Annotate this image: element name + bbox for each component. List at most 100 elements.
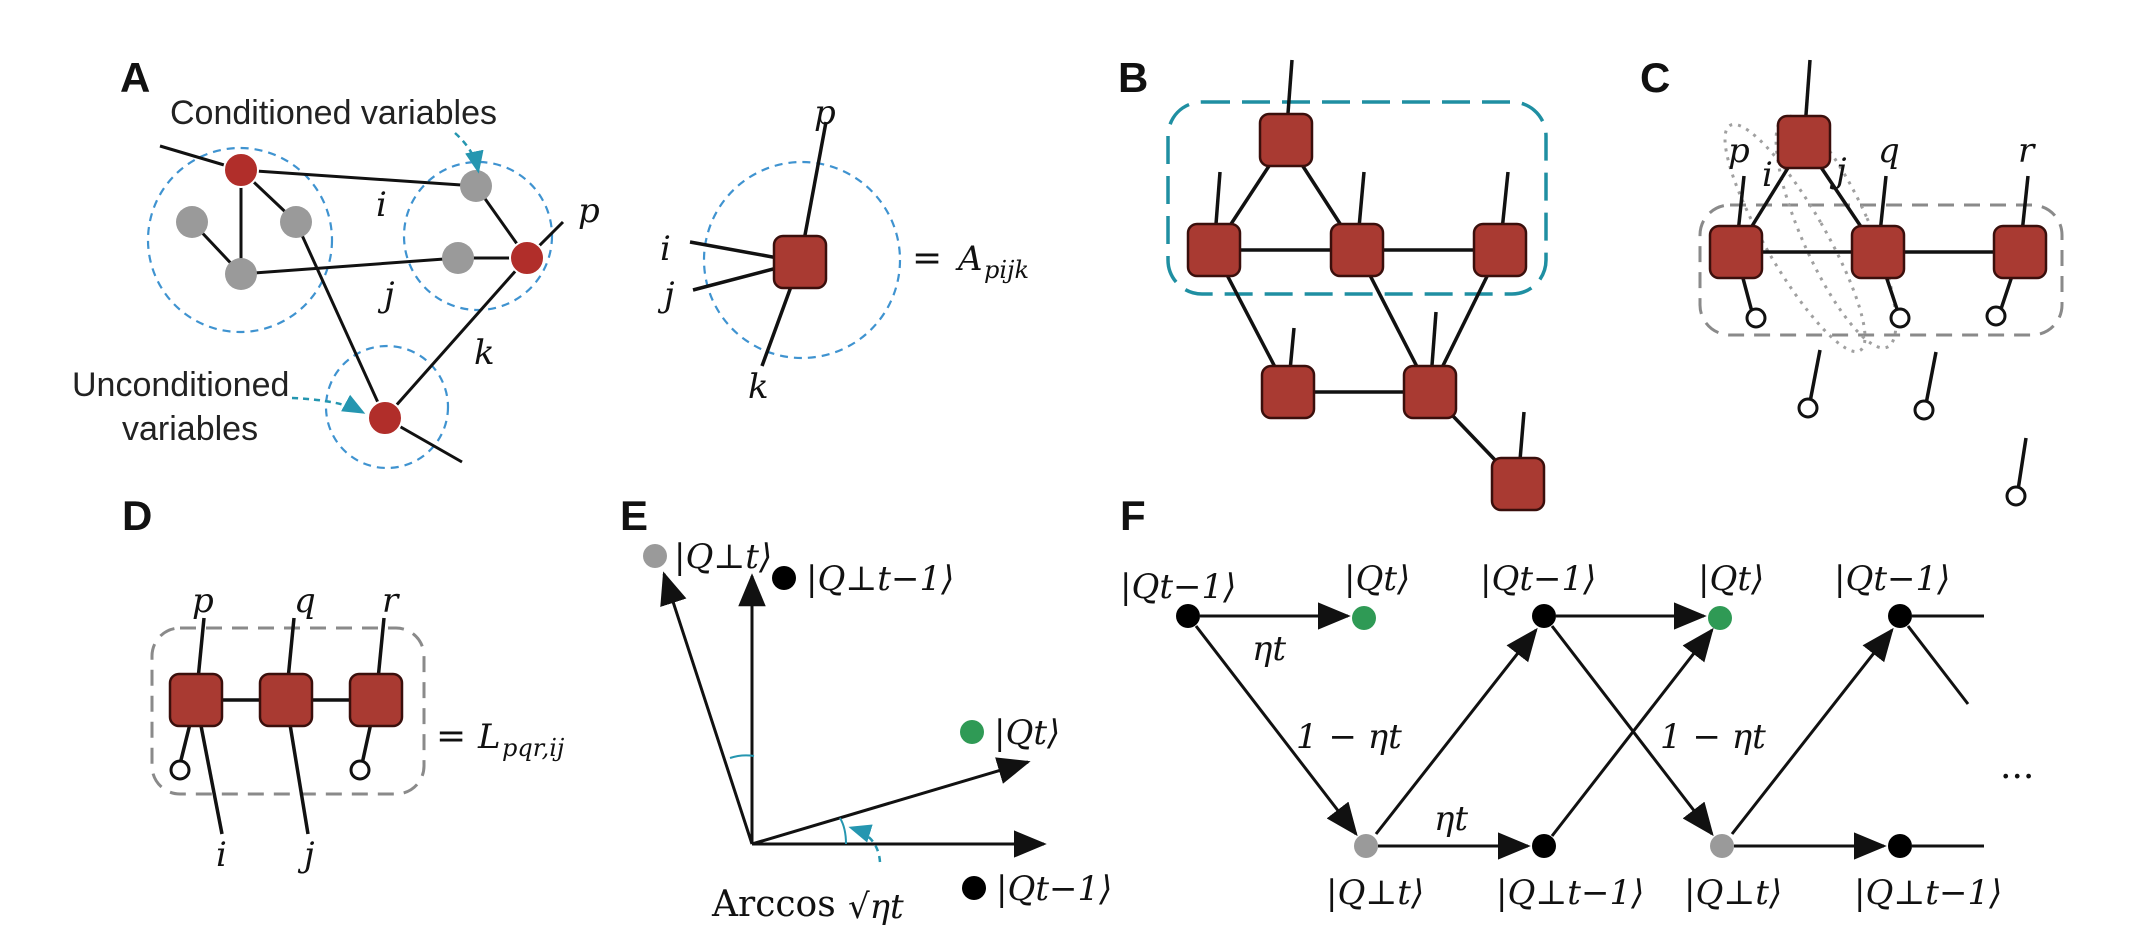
- teal-dashed-region: [1166, 100, 1548, 296]
- tensor-node: [1992, 224, 2048, 280]
- unconditioned-node: [225, 258, 257, 290]
- tensor-node: [1402, 364, 1458, 420]
- rotated-state-arrow: [751, 757, 1031, 846]
- tensor-node: [258, 672, 314, 728]
- ellipsis: ...: [2000, 746, 2034, 787]
- cluster-bottom-circle: [324, 344, 450, 470]
- unconditioned-label-line2: variables: [122, 410, 258, 448]
- conditioned-node: [367, 400, 403, 436]
- ket-q-t: |Qt⟩: [1344, 559, 1410, 599]
- panel-label-b: B: [1118, 54, 1148, 101]
- dotted-contraction-loop: [1774, 114, 1898, 350]
- tensor-node: [1490, 456, 1546, 512]
- unconditioned-node: [460, 170, 492, 202]
- index-q: q: [294, 581, 316, 621]
- tensor-node: [1258, 112, 1314, 168]
- tensor-index-j: j: [657, 275, 675, 315]
- unconditioned-label-line1: Unconditioned: [72, 366, 289, 404]
- panel-b: B: [1118, 54, 1548, 512]
- tensor-index-i: i: [660, 229, 671, 269]
- edge-index-k: k: [474, 333, 495, 373]
- sqrt-eta-label: √ηt: [848, 887, 904, 927]
- one-minus-eta-label: 1 − ηt: [1296, 717, 1402, 757]
- ket-q-perp-t: |Q⊥t⟩: [674, 537, 772, 577]
- state-dot-black: [1888, 604, 1912, 628]
- one-minus-eta-label: 1 − ηt: [1660, 717, 1766, 757]
- state-dot-black: [1532, 604, 1556, 628]
- index-i: i: [1762, 155, 1773, 195]
- unconditioned-node: [176, 206, 208, 238]
- tensor-node: [1186, 222, 1242, 278]
- cluster-left-circle: [146, 146, 334, 334]
- tensor-subscript: pqr,ij: [502, 734, 565, 762]
- teal-pointer-arrow: [848, 824, 882, 863]
- tensor-node: [1260, 364, 1316, 420]
- tensor-scope-circle: [702, 160, 902, 360]
- panel-label-f: F: [1120, 492, 1146, 539]
- teal-pointer-arrow: [454, 132, 484, 174]
- index-i: i: [216, 835, 227, 875]
- tensor-node: [348, 672, 404, 728]
- edge-index-j: j: [377, 275, 395, 315]
- open-leg-node: [169, 759, 191, 781]
- state-dot-gray: [1710, 834, 1734, 858]
- teal-pointer-arrow: [291, 394, 366, 414]
- state-dot-black: [1888, 834, 1912, 858]
- tensor-subscript: pijk: [984, 256, 1029, 284]
- index-r: r: [2018, 131, 2036, 171]
- ket-q-t-minus-1: |Qt−1⟩: [1834, 559, 1950, 599]
- cluster-right-circle: [402, 160, 554, 312]
- panel-a: A Conditioned variables: [72, 54, 1029, 470]
- conditioned-node: [223, 152, 259, 188]
- state-dot-black: [772, 566, 796, 590]
- panel-d: D p q r i j = L pqr,ij: [122, 492, 565, 875]
- ket-q-perp-t: |Q⊥t⟩: [1326, 873, 1424, 913]
- transition-arrows: [1194, 602, 1984, 860]
- state-dot-black: [962, 876, 986, 900]
- tensor-name: L: [477, 717, 501, 757]
- ket-q-perp-t: |Q⊥t⟩: [1684, 873, 1782, 913]
- tensor-node: [168, 672, 224, 728]
- ket-q-perp-t-minus-1: |Q⊥t−1⟩: [1496, 873, 1644, 913]
- tensor-index-k: k: [748, 367, 769, 407]
- panel-label-c: C: [1640, 54, 1670, 101]
- gray-dashed-region: [150, 626, 426, 796]
- open-leg-node: [1889, 307, 1911, 329]
- state-dot-black: [1532, 834, 1556, 858]
- state-dot-black: [1176, 604, 1200, 628]
- state-dot-green: [1352, 606, 1376, 630]
- tensor-node: [772, 234, 828, 290]
- index-q: q: [1878, 131, 1900, 171]
- open-leg-node: [1745, 307, 1767, 329]
- panel-f: F |Qt−1⟩ |Qt⟩ |Qt−1⟩ |Qt⟩ |Q: [1120, 492, 2034, 913]
- tensor-node: [1776, 114, 1832, 170]
- rotated-perp-arrow: [660, 571, 754, 845]
- ket-q-t-minus-1: |Qt−1⟩: [1120, 567, 1236, 607]
- equals-sign: =: [436, 716, 466, 757]
- state-dot-gray: [1354, 834, 1378, 858]
- tensor-node: [1708, 224, 1764, 280]
- angle-arc: [839, 817, 847, 845]
- ket-q-perp-t-minus-1: |Q⊥t−1⟩: [806, 559, 954, 599]
- open-leg-node: [1913, 399, 1935, 421]
- open-leg-node: [1797, 397, 1819, 419]
- index-j: j: [297, 835, 315, 875]
- conditioned-node: [509, 240, 545, 276]
- state-dot-green: [960, 720, 984, 744]
- panel-label-e: E: [620, 492, 648, 539]
- open-leg-node: [1985, 305, 2007, 327]
- edge-index-i: i: [376, 185, 387, 225]
- unconditioned-node: [280, 206, 312, 238]
- index-r: r: [382, 581, 400, 621]
- open-leg-node: [2005, 485, 2027, 507]
- eta-label: ηt: [1252, 629, 1286, 669]
- panel-e: E |Q⊥t⟩ |Q⊥t−1⟩ |Qt⟩ |Qt−1⟩ Arccos √ηt: [620, 492, 1112, 927]
- panel-label-a: A: [120, 54, 150, 101]
- equals-sign: =: [912, 238, 942, 279]
- arccos-label: Arccos: [711, 884, 836, 925]
- panel-c: C p q r i j: [1640, 54, 2064, 507]
- state-dot-green: [1708, 606, 1732, 630]
- tensor-name: A: [955, 239, 983, 279]
- ket-q-t-minus-1: |Qt−1⟩: [996, 869, 1112, 909]
